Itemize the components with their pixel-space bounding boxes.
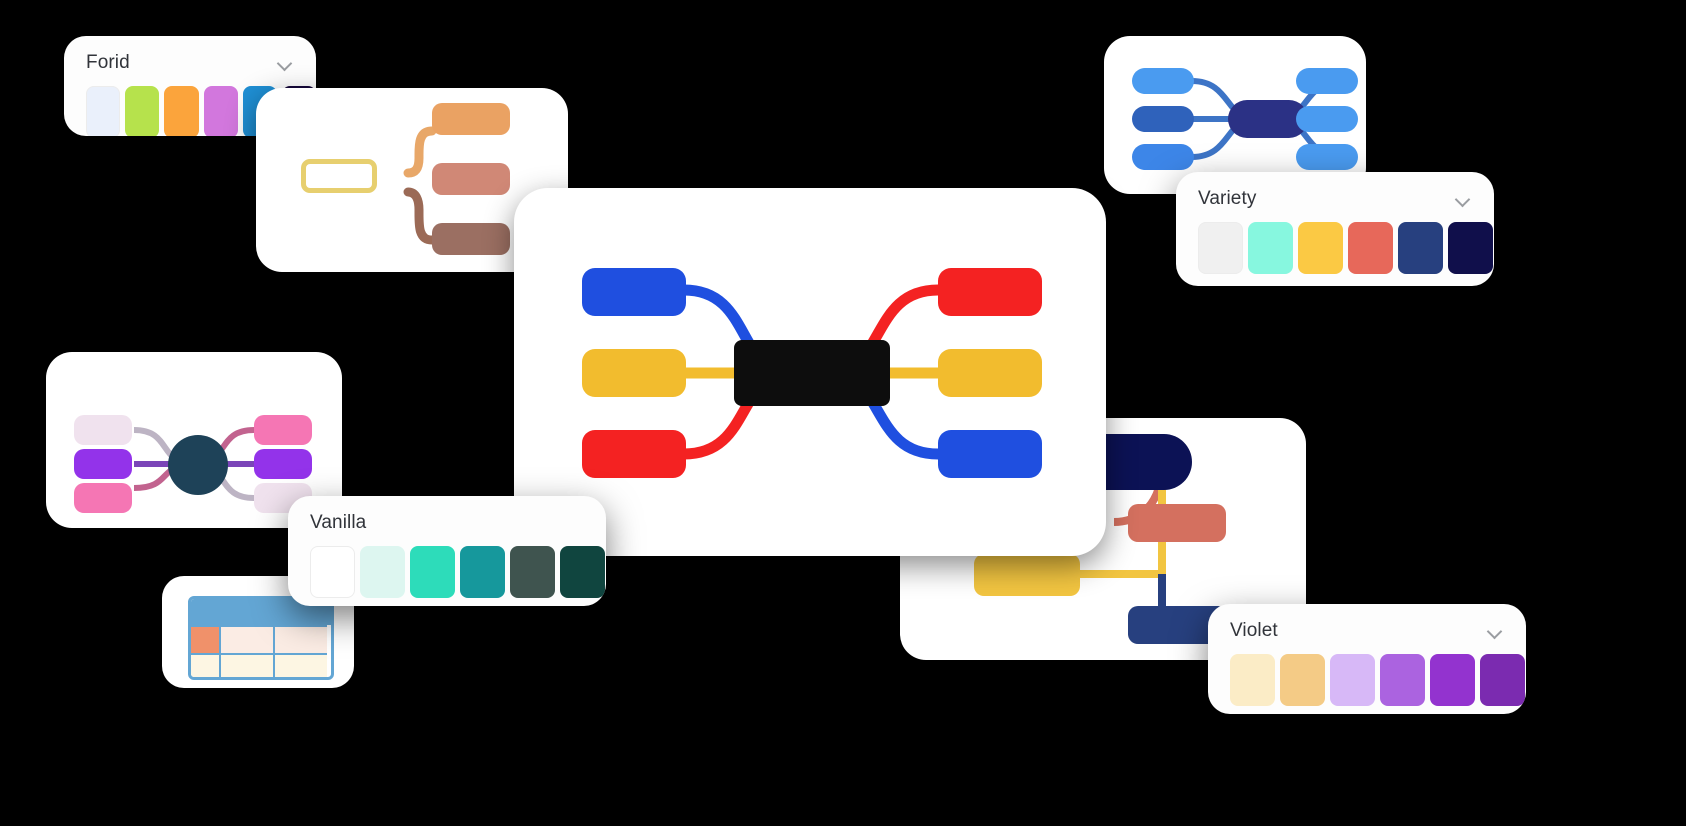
color-swatch[interactable] <box>1230 654 1275 706</box>
palette-title: Violet <box>1230 620 1278 641</box>
brace-diagram <box>256 88 568 272</box>
palette-header: Vanilla <box>288 496 606 542</box>
blue-mindmap <box>1104 36 1366 194</box>
table-row[interactable] <box>191 625 331 653</box>
palette-card-forid[interactable]: Forid <box>64 36 316 136</box>
palette-card-vanilla[interactable]: Vanilla <box>288 496 606 606</box>
color-swatch[interactable] <box>1348 222 1393 274</box>
table-cell[interactable] <box>191 653 221 677</box>
diagram-root-node[interactable] <box>301 159 377 193</box>
pink-mindmap <box>46 352 342 528</box>
color-swatch[interactable] <box>460 546 505 598</box>
color-swatch[interactable] <box>203 86 238 136</box>
swatch-list <box>1208 650 1526 706</box>
palette-title: Variety <box>1198 188 1257 209</box>
color-swatch[interactable] <box>1280 654 1325 706</box>
mindmap-node[interactable] <box>1296 68 1358 94</box>
brace-connector <box>403 126 437 245</box>
table-grid[interactable] <box>188 596 334 680</box>
swatch-list <box>1176 218 1494 274</box>
color-swatch[interactable] <box>1330 654 1375 706</box>
mindmap-root-node[interactable] <box>734 340 890 406</box>
color-swatch[interactable] <box>125 86 160 136</box>
palette-title: Vanilla <box>310 512 367 533</box>
color-swatch[interactable] <box>1298 222 1343 274</box>
swatch-list <box>288 542 606 598</box>
mindmap-node[interactable] <box>1132 144 1194 170</box>
palette-header: Variety <box>1176 172 1494 218</box>
card-brace-diagram[interactable] <box>256 88 568 272</box>
table-cell[interactable] <box>275 625 327 653</box>
chevron-down-icon[interactable] <box>1486 622 1504 640</box>
diagram-node[interactable] <box>432 163 510 195</box>
mindmap-node[interactable] <box>254 449 312 479</box>
mindmap-node[interactable] <box>1296 106 1358 132</box>
mindmap-root-node[interactable] <box>1228 100 1308 138</box>
color-swatch[interactable] <box>360 546 405 598</box>
card-pink-mindmap[interactable] <box>46 352 342 528</box>
palette-card-violet[interactable]: Violet <box>1208 604 1526 714</box>
chevron-down-icon[interactable] <box>276 54 294 72</box>
mindmap-root-node[interactable] <box>1096 434 1192 490</box>
color-swatch[interactable] <box>1480 654 1525 706</box>
mindmap-node-right-top[interactable] <box>938 268 1042 316</box>
mindmap-node[interactable] <box>1128 504 1226 542</box>
color-swatch[interactable] <box>1398 222 1443 274</box>
center-mindmap <box>514 188 1106 556</box>
table-cell[interactable] <box>275 653 327 677</box>
mindmap-node-right-middle[interactable] <box>938 349 1042 397</box>
card-center-mindmap[interactable] <box>514 188 1106 556</box>
color-swatch[interactable] <box>1448 222 1493 274</box>
mindmap-node-left-top[interactable] <box>582 268 686 316</box>
color-swatch[interactable] <box>410 546 455 598</box>
mindmap-node[interactable] <box>1132 68 1194 94</box>
card-blue-mindmap[interactable] <box>1104 36 1366 194</box>
bottomright-mindmap <box>900 418 1306 660</box>
palette-title: Forid <box>86 52 130 73</box>
table-cell-accent[interactable] <box>191 625 221 653</box>
color-swatch[interactable] <box>164 86 199 136</box>
palette-header: Violet <box>1208 604 1526 650</box>
diagram-node[interactable] <box>432 223 510 255</box>
table-cell[interactable] <box>221 625 275 653</box>
color-swatch[interactable] <box>86 86 121 136</box>
color-swatch[interactable] <box>510 546 555 598</box>
mindmap-node-left-bottom[interactable] <box>582 430 686 478</box>
color-swatch[interactable] <box>1380 654 1425 706</box>
mindmap-node[interactable] <box>74 415 132 445</box>
mindmap-node[interactable] <box>1296 144 1358 170</box>
color-swatch[interactable] <box>310 546 355 598</box>
mindmap-root-node[interactable] <box>168 435 228 495</box>
palette-card-variety[interactable]: Variety <box>1176 172 1494 286</box>
mindmap-node-right-bottom[interactable] <box>938 430 1042 478</box>
diagram-node[interactable] <box>432 103 510 135</box>
mindmap-node-left-middle[interactable] <box>582 349 686 397</box>
color-swatch[interactable] <box>1430 654 1475 706</box>
palette-header: Forid <box>64 36 316 82</box>
mindmap-node[interactable] <box>74 449 132 479</box>
mindmap-node[interactable] <box>254 415 312 445</box>
table-cell[interactable] <box>221 653 275 677</box>
table-row[interactable] <box>191 653 331 677</box>
mindmap-node[interactable] <box>1132 106 1194 132</box>
mindmap-node[interactable] <box>974 554 1080 596</box>
chevron-down-icon[interactable] <box>1454 190 1472 208</box>
color-swatch[interactable] <box>560 546 605 598</box>
color-swatch[interactable] <box>1198 222 1243 274</box>
mindmap-node[interactable] <box>74 483 132 513</box>
color-swatch[interactable] <box>1248 222 1293 274</box>
